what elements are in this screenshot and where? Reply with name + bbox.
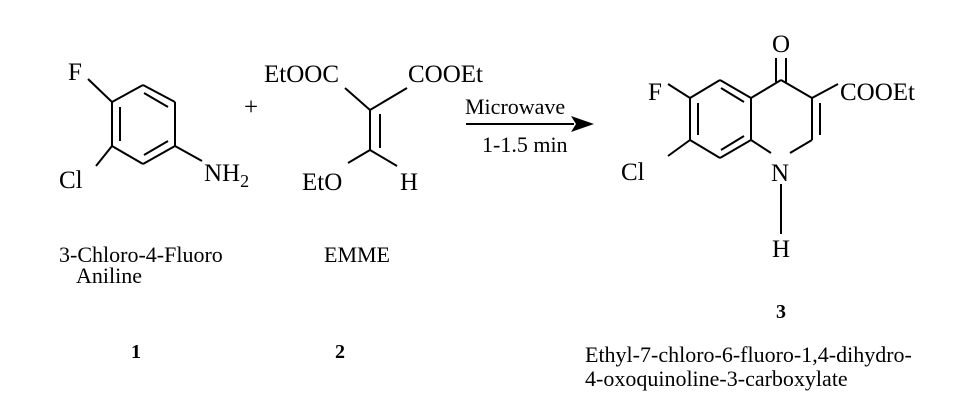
compound-number-1: 1 — [131, 341, 141, 363]
nh-hydrogen: H — [772, 236, 790, 263]
ring-nitrogen: N — [771, 160, 789, 187]
c-f-bond — [87, 78, 113, 103]
etooc-group: EtOOC — [264, 61, 339, 88]
compound-number-2: 2 — [335, 341, 345, 363]
c-n-bond — [174, 145, 203, 162]
pyridone-ring — [750, 79, 821, 154]
product-name-line1: Ethyl-7-chloro-6-fluoro-1,4-dihydro- — [585, 342, 912, 367]
vinyl-hydrogen: H — [400, 169, 418, 196]
condition-time: 1-1.5 min — [482, 132, 568, 157]
carbonyl-oxygen: O — [772, 31, 790, 58]
ethoxy-group: EtO — [302, 169, 342, 196]
product-structure: O F COOEt Cl N H — [621, 31, 915, 263]
reactant-1-name-line2: Aniline — [76, 263, 142, 288]
amine-subscript: 2 — [240, 171, 249, 191]
fluorine-atom: F — [68, 59, 82, 86]
c-cooet-bond — [811, 83, 839, 99]
reactant-2-name: EMME — [324, 242, 390, 267]
c-f-bond — [667, 83, 691, 99]
cooet-group: COOEt — [408, 61, 483, 88]
ester-group: COOEt — [840, 79, 915, 106]
fluorine-atom: F — [648, 79, 662, 106]
reactant-2-structure: EtOOC COOEt EtO H — [264, 61, 483, 196]
condition-microwave: Microwave — [465, 94, 565, 119]
plus-sign: + — [244, 94, 258, 121]
c-cl-bond — [95, 145, 113, 167]
reactant-1-structure: F Cl NH2 — [59, 59, 249, 194]
reactant-1-name-line1: 3-Chloro-4-Fluoro — [59, 242, 223, 267]
benzene-ring — [111, 84, 176, 165]
amine-group: NH2 — [204, 160, 249, 191]
amine-nh: NH — [204, 160, 240, 187]
c-cl-bond — [667, 139, 691, 157]
reaction-arrowhead — [571, 116, 594, 132]
benzo-ring — [689, 79, 752, 159]
chlorine-atom: Cl — [59, 167, 83, 194]
compound-number-3: 3 — [776, 301, 786, 323]
chlorine-atom: Cl — [621, 159, 645, 186]
product-name-line2: 4-oxoquinoline-3-carboxylate — [585, 366, 848, 391]
